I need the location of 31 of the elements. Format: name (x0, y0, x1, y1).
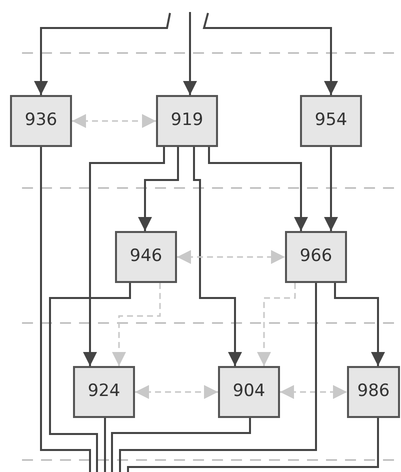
node-label: 919 (170, 109, 204, 132)
node-label: 936 (24, 109, 58, 132)
connector-arrow (112, 283, 161, 366)
connector-arrow (183, 12, 197, 95)
connector-arrow (138, 147, 179, 231)
connector-arrow (177, 250, 285, 264)
connector-arrow (135, 385, 218, 399)
connector-arrow (34, 12, 171, 95)
connector-arrow (202, 12, 338, 95)
connector-arrow (83, 147, 165, 366)
process-box (285, 231, 347, 283)
process-box (10, 95, 72, 147)
node-label: 946 (130, 245, 162, 268)
connector-arrow (208, 147, 308, 231)
connector-arrow (324, 147, 338, 231)
connector-arrow (72, 114, 156, 128)
connector-arrow (257, 283, 296, 366)
node-label: 986 (357, 380, 390, 404)
connector-arrow (334, 283, 385, 366)
process-box (115, 231, 177, 283)
connector-arrow (193, 147, 242, 366)
node-label: 954 (314, 109, 348, 132)
node-label: 966 (300, 245, 332, 268)
process-box (347, 366, 400, 418)
connector-arrow (280, 385, 347, 399)
process-box (218, 366, 280, 418)
node-label: 904 (232, 380, 266, 404)
process-box (73, 366, 135, 418)
process-box (300, 95, 362, 147)
process-box (156, 95, 218, 147)
node-label: 924 (88, 380, 120, 404)
